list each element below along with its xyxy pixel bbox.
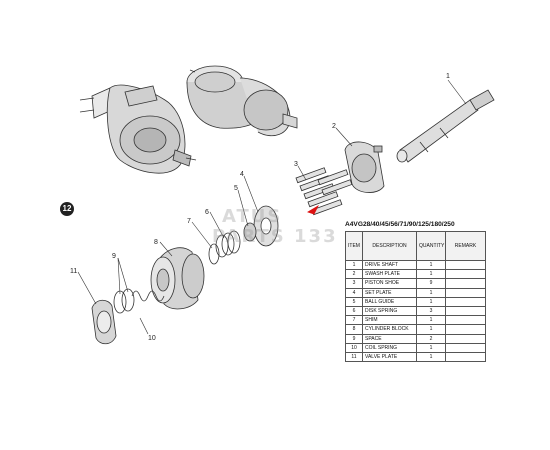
cell-quantity: 1 (416, 352, 446, 363)
parts-list: A4VG28/40/45/56/71/90/125/180/250 ITEM D… (345, 220, 486, 363)
cell-item: 2 (345, 269, 363, 280)
cell-quantity: 3 (416, 306, 446, 317)
cell-quantity: 2 (416, 333, 446, 344)
swash-plate (344, 141, 385, 193)
header-item: ITEM (345, 231, 363, 261)
header-remark: REMARK (445, 231, 486, 261)
cell-description: CYLINDER BLOCK (362, 324, 417, 335)
callout-5: 5 (234, 185, 238, 192)
cell-remark (445, 269, 486, 280)
model-heading: A4VG28/40/45/56/71/90/125/180/250 (345, 221, 455, 228)
callout-7: 7 (187, 218, 191, 225)
cell-item: 9 (345, 333, 363, 344)
callout-10: 10 (148, 335, 156, 342)
callout-2: 2 (332, 123, 336, 130)
cell-description: SET PLATE (362, 287, 417, 298)
cell-description: SHIM (362, 315, 417, 326)
cell-quantity: 1 (416, 259, 446, 271)
cell-remark (445, 306, 486, 317)
callout-4: 4 (240, 171, 244, 178)
parts-table-header: ITEM DESCRIPTION QUANTITY REMARK (345, 231, 486, 261)
spacers (113, 288, 135, 314)
drive-shaft (396, 89, 495, 163)
header-description: DESCRIPTION (362, 231, 417, 261)
coil-spring (131, 290, 165, 302)
side-badge: 12 (60, 202, 74, 216)
cell-item: 5 (345, 296, 363, 308)
callout-1: 1 (446, 73, 450, 80)
ball-guide (243, 222, 257, 242)
cell-description: BALL GUIDE (362, 296, 417, 308)
leader-lines (77, 79, 467, 335)
pump-cartridge-assembly (186, 65, 298, 136)
valve-plate (91, 299, 117, 345)
cell-remark (445, 287, 486, 298)
cell-item: 8 (345, 324, 363, 335)
pump-housing-assembly (79, 84, 197, 174)
cell-description: PISTON SHOE (362, 278, 417, 289)
cell-description: COIL SPRING (362, 342, 417, 354)
cell-quantity: 1 (416, 315, 446, 326)
cell-quantity: 1 (416, 324, 446, 335)
shim (208, 243, 220, 265)
callout-6: 6 (205, 209, 209, 216)
cell-item: 10 (345, 342, 363, 354)
cell-remark (445, 278, 486, 289)
cell-description: SPACE (362, 333, 417, 344)
cell-quantity: 1 (416, 269, 446, 280)
cell-description: VALVE PLATE (362, 352, 417, 363)
cell-description: DISK SPRING (362, 306, 417, 317)
cell-description: DRIVE SHAFT (362, 259, 417, 271)
cell-description: SWASH PLATE (362, 269, 417, 280)
cell-remark (445, 342, 486, 354)
cell-remark (445, 315, 486, 326)
cell-item: 1 (345, 259, 363, 271)
disk-springs (215, 230, 241, 258)
cell-remark (445, 259, 486, 271)
cell-item: 7 (345, 315, 363, 326)
callout-3: 3 (294, 161, 298, 168)
set-plate (253, 205, 279, 247)
cell-quantity: 1 (416, 296, 446, 308)
callout-labels: 1 2 3 4 5 6 7 8 9 10 11 (70, 73, 450, 342)
cell-quantity: 9 (416, 278, 446, 289)
callout-9: 9 (112, 253, 116, 260)
cell-remark (445, 324, 486, 335)
piston-shoes (295, 167, 353, 216)
cell-item: 3 (345, 278, 363, 289)
cell-item: 6 (345, 306, 363, 317)
header-quantity: QUANTITY (416, 231, 446, 261)
cell-quantity: 1 (416, 287, 446, 298)
cell-item: 11 (345, 352, 363, 363)
callout-8: 8 (154, 239, 158, 246)
cylinder-block (150, 247, 205, 310)
cell-quantity: 1 (416, 342, 446, 354)
cell-remark (445, 296, 486, 308)
cell-remark (445, 352, 486, 363)
callout-11: 11 (70, 268, 77, 275)
cell-remark (445, 333, 486, 344)
cell-item: 4 (345, 287, 363, 298)
